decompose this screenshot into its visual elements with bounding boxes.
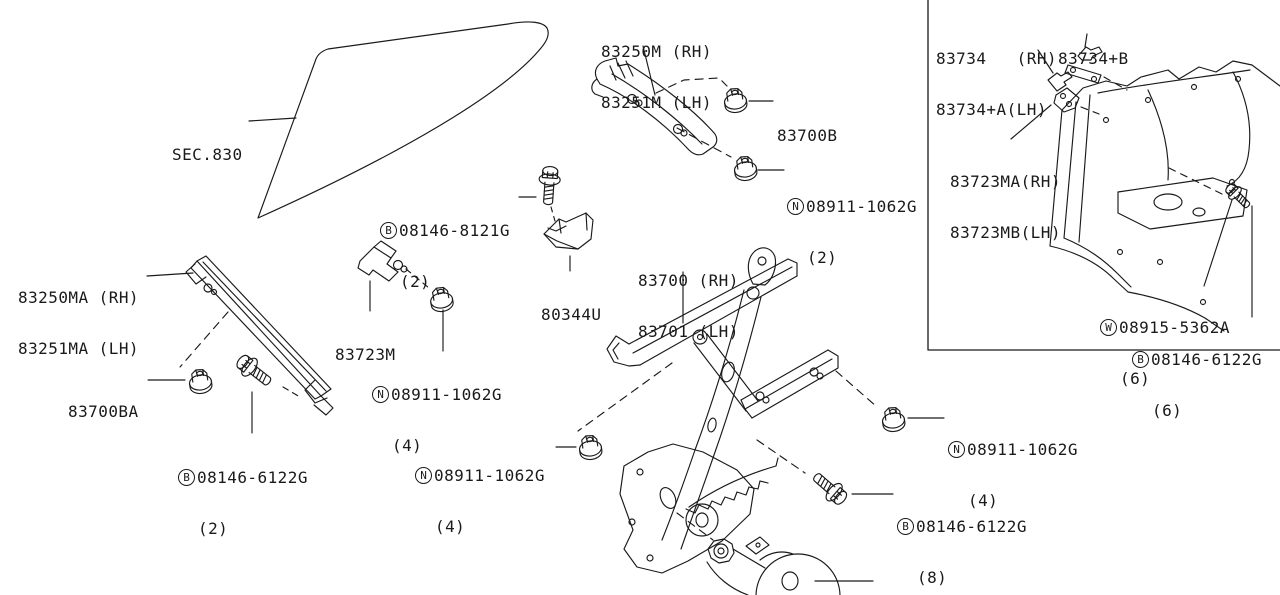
stopper-83734B-leader [1085, 34, 1087, 47]
panel-screw-drawing [1204, 180, 1255, 317]
bracket-83723M-drawing [358, 241, 429, 311]
bracket-83723MA-drawing [1011, 88, 1079, 139]
label-nut-83700BA: 83700BA [68, 402, 139, 421]
label-stopper-83734B: 83734+B [1058, 49, 1129, 68]
washer-leader [1204, 200, 1232, 286]
circle-B-icon: B [1132, 351, 1149, 368]
quarter-panel-drawing [1050, 61, 1280, 331]
circle-N-icon: N [787, 198, 804, 215]
clip-80344U-drawing [544, 213, 593, 271]
label-regulator-83700: 83700 (RH) 83701 (LH) [638, 271, 739, 341]
nut-08911-sash-drawing [732, 154, 784, 183]
label-molding-83250MA: 83250MA (RH) 83251MA (LH) [18, 288, 139, 358]
circle-W-icon: W [1100, 319, 1117, 336]
bracket-83723MA-leader [1011, 105, 1051, 139]
bolt-08146-6122G-rail-drawing [232, 350, 300, 433]
circle-B-icon: B [380, 222, 397, 239]
circle-B-icon: B [178, 469, 195, 486]
stopper-83734-drawing [1038, 34, 1102, 91]
sash-leader-line [643, 46, 655, 95]
label-sec830: SEC.830 [172, 145, 243, 164]
molding-83250MA-drawing [147, 256, 333, 415]
label-sash-83250M: 83250M (RH) 83251M (LH) [601, 42, 712, 112]
inset-box-border [928, 0, 1280, 350]
nut-08911-bracket-drawing [427, 285, 455, 351]
quarter-glass-drawing [249, 22, 548, 218]
nut-08911-reg-right-drawing [880, 405, 944, 434]
bolt-08146-6122G-reg-drawing [807, 467, 893, 510]
circle-N-icon: N [948, 441, 965, 458]
nut-83700BA-drawing [148, 367, 214, 396]
stopper-83734-leader [1038, 50, 1053, 73]
circle-B-icon: B [897, 518, 914, 535]
label-motor-83730: 83730(RH) 83731(LH) [878, 561, 969, 595]
circle-N-icon: N [372, 386, 389, 403]
sash-83250M-drawing [592, 46, 731, 157]
sec830-leader-line [249, 118, 296, 121]
label-stopper-83734: 83734 (RH) 83734+A(LH) [936, 49, 1057, 119]
nut-08911-reg-left-drawing [556, 433, 604, 462]
molding-leader [147, 273, 193, 276]
label-bracket-83723MA: 83723MA(RH) 83723MB(LH) [950, 172, 1061, 242]
inset-box [928, 0, 1280, 350]
circle-N-icon: N [415, 467, 432, 484]
bolt-08146-8121G-drawing [519, 165, 562, 221]
label-clip-80344U: 80344U [541, 305, 602, 324]
motor-83730-drawing [707, 537, 873, 595]
label-nut-83700B: 83700B [777, 126, 838, 145]
nut-83700B-drawing [722, 86, 773, 115]
label-bracket-83723M: 83723M [335, 345, 396, 364]
regulator-83700-drawing [578, 248, 877, 573]
